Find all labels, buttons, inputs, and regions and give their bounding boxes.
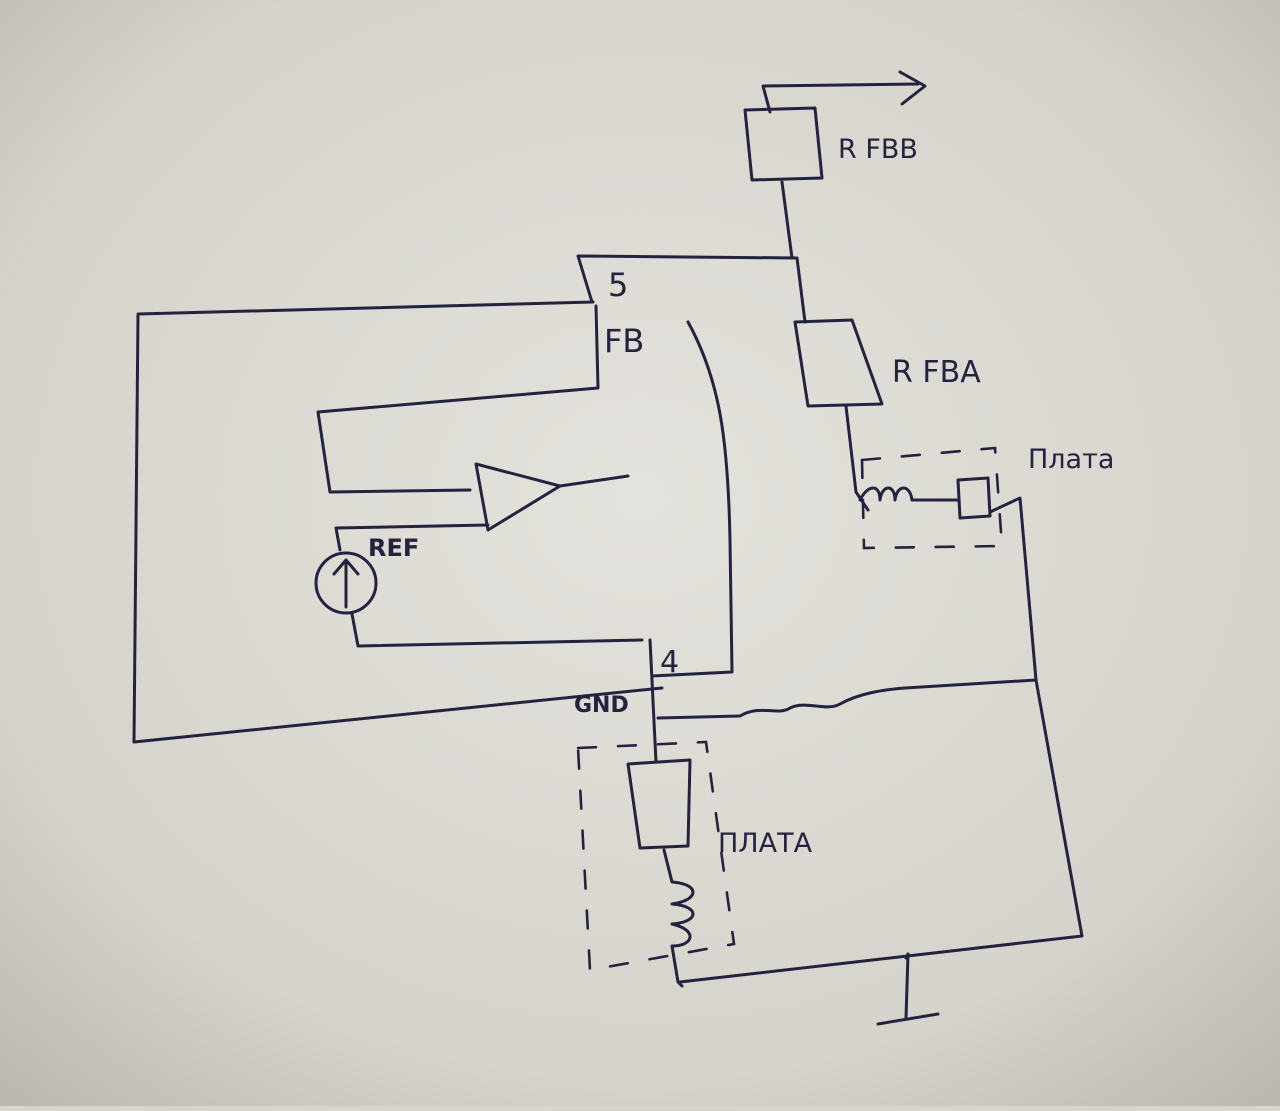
bottom-inductor — [662, 848, 695, 988]
bottom-plata-outline — [576, 740, 736, 972]
plata-top-label: Плата — [1028, 444, 1114, 475]
top-connector — [956, 476, 992, 520]
gnd-label: GND — [574, 693, 629, 718]
opamp — [474, 462, 630, 532]
rfbb-label: R FBB — [838, 134, 918, 165]
gnd-trace — [656, 678, 1084, 984]
opamp-ref-input — [334, 523, 490, 552]
earth-wire — [904, 952, 910, 960]
wire-node-to-rfba — [795, 256, 807, 324]
output-arrow — [761, 70, 927, 114]
ref-current-source — [314, 551, 378, 615]
fb-label: FB — [604, 322, 644, 360]
pin5-tab — [576, 254, 799, 304]
pin5-label: 5 — [608, 266, 628, 304]
top-plata-outline — [860, 446, 1004, 550]
ref-label: REF — [368, 534, 419, 562]
fb-wire — [316, 304, 600, 494]
ref-ground-wire — [350, 612, 644, 648]
wire-rfbb-down — [780, 180, 794, 260]
top-inductor — [858, 486, 960, 502]
pin4-wire — [648, 638, 658, 764]
wire-top-plata-right — [988, 496, 1038, 682]
pin4-label: 4 — [660, 645, 679, 680]
ic-outline — [132, 300, 734, 744]
bottom-resistor — [626, 758, 692, 850]
rfba-label: R FBA — [892, 355, 981, 390]
earth-ground-icon — [876, 952, 940, 1026]
rfba-resistor — [793, 318, 884, 408]
rfbb-resistor — [743, 106, 824, 182]
ref-source-arrow — [332, 558, 360, 609]
plata-bottom-label: ПЛАТА — [718, 828, 813, 859]
